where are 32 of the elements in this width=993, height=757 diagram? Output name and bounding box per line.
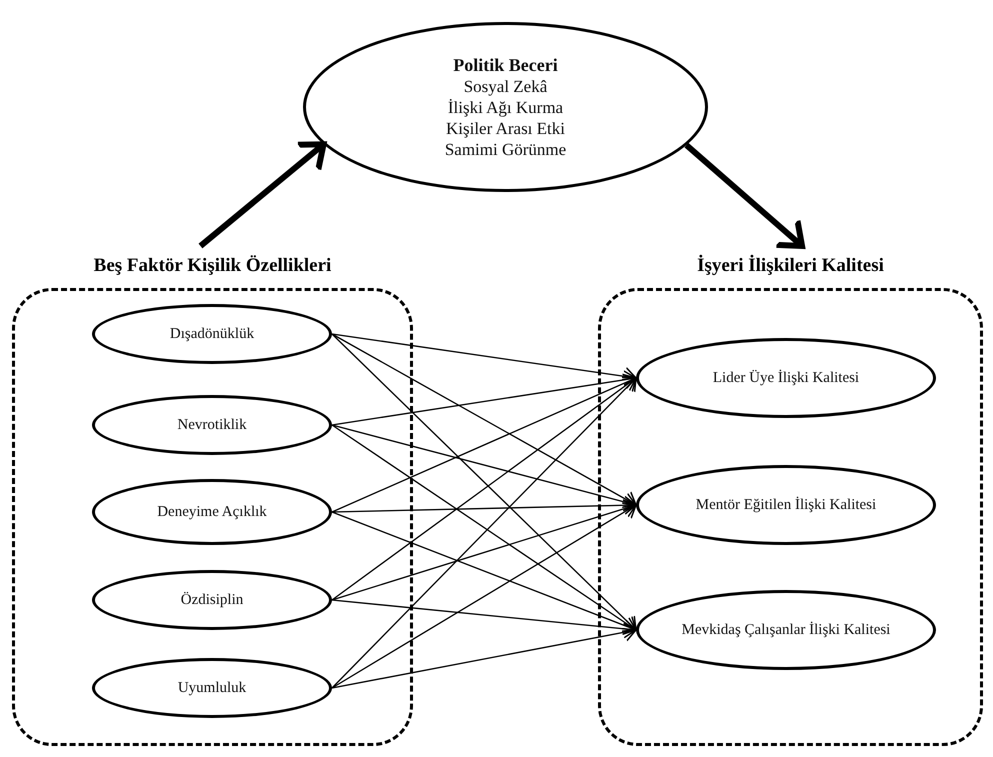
arrow [332,424,637,512]
arrow [684,142,806,249]
node-label: Uyumluluk [176,678,248,698]
node-label: Özdisiplin [180,590,244,610]
group-heading: İşyeri İlişkileri Kalitesi [696,254,885,278]
arrow [332,599,637,638]
arrow [332,374,637,513]
arrow [332,333,637,508]
node-label: İlişki Ağı Kurma [448,97,564,118]
node-label: Deneyime Açıklık [156,502,268,522]
node-label: Nevrotiklik [176,416,248,434]
group-heading: Beş Faktör Kişilik Özellikleri [92,254,332,278]
arrow [332,370,637,426]
arrow [332,333,637,386]
node-label: Samimi Görünme [444,139,566,160]
node-label: Lider Üye İlişki Kalitesi [712,368,860,388]
arrow [332,424,637,632]
arrow [332,499,637,601]
arrow [198,141,327,248]
arrow [332,502,637,689]
arrow [332,376,637,601]
node-label: Mevkidaş Çalışanlar İlişki Kalitesi [680,620,892,640]
arrow [332,511,637,635]
node-label: Kişiler Arası Etki [446,118,565,139]
arrow [332,334,637,631]
node-label: Dışadönüklük [168,324,256,344]
arrow [332,496,637,515]
node-label: Sosyal Zekâ [464,76,548,97]
arrow [332,622,637,689]
arrow [332,377,637,688]
node-heading: Politik Beceri [453,54,558,76]
node-label: Mentör Eğitilen İlişki Kalitesi [694,496,878,514]
